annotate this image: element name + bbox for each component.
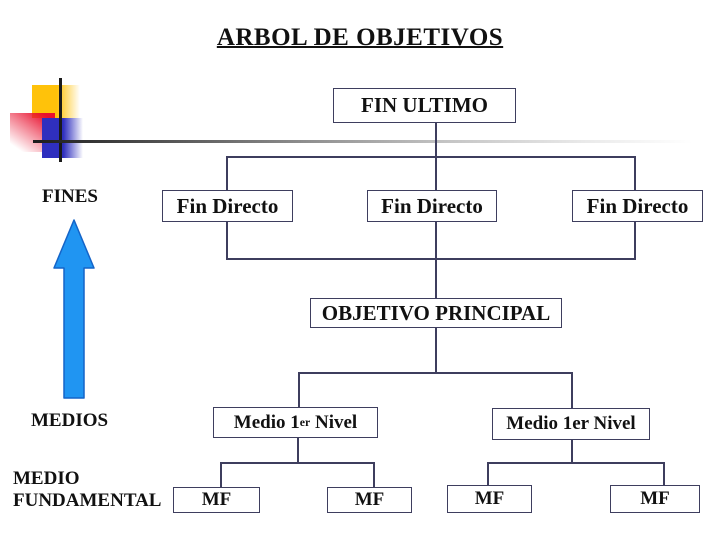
label-medios: MEDIOS — [31, 410, 109, 431]
connector-line — [220, 462, 222, 487]
label-medio-fundamental-line2: FUNDAMENTAL — [13, 490, 162, 511]
label-medio-fundamental-line1: MEDIO — [13, 468, 80, 489]
connector-line — [298, 372, 300, 407]
connector-line — [226, 222, 228, 258]
connector-line — [373, 462, 375, 487]
connector-line — [571, 372, 573, 408]
medio-left-prefix: Medio 1 — [233, 411, 300, 433]
connector-line — [298, 372, 573, 374]
connector-line — [634, 222, 636, 258]
connector-line — [435, 258, 437, 298]
up-arrow-icon — [53, 219, 95, 399]
logo-yellow-square — [32, 85, 80, 118]
connector-line — [487, 462, 664, 464]
connector-line — [220, 462, 374, 464]
connector-line — [435, 156, 437, 190]
node-fin-directo-1: Fin Directo — [162, 190, 293, 222]
page-title: ARBOL DE OBJETIVOS — [216, 24, 504, 51]
node-fin-directo-2: Fin Directo — [367, 190, 497, 222]
connector-line — [435, 328, 437, 372]
node-objetivo-principal: OBJETIVO PRINCIPAL — [310, 298, 562, 328]
connector-line — [634, 156, 636, 190]
node-mf-4: MF — [610, 485, 700, 513]
connector-line — [297, 438, 299, 462]
node-fin-directo-3: Fin Directo — [572, 190, 703, 222]
logo-vertical-line — [59, 78, 62, 162]
connector-line — [663, 462, 665, 485]
connector-line — [435, 222, 437, 258]
node-mf-3: MF — [447, 485, 532, 513]
connector-line — [226, 258, 636, 260]
node-medio-1er-nivel-right: Medio 1er Nivel — [492, 408, 650, 440]
node-mf-1: MF — [173, 487, 260, 513]
connector-line — [226, 156, 228, 190]
label-medio-fundamental: MEDIO FUNDAMENTAL — [13, 468, 161, 512]
logo-blue-square — [42, 118, 83, 158]
label-fines: FINES — [42, 186, 98, 207]
connector-line — [487, 462, 489, 485]
connector-line — [571, 440, 573, 462]
gradient-divider-line — [33, 140, 720, 143]
connector-line — [435, 123, 437, 156]
node-fin-ultimo: FIN ULTIMO — [333, 88, 516, 123]
connector-line — [226, 156, 636, 158]
node-mf-2: MF — [327, 487, 412, 513]
medio-left-suffix: Nivel — [310, 411, 358, 433]
